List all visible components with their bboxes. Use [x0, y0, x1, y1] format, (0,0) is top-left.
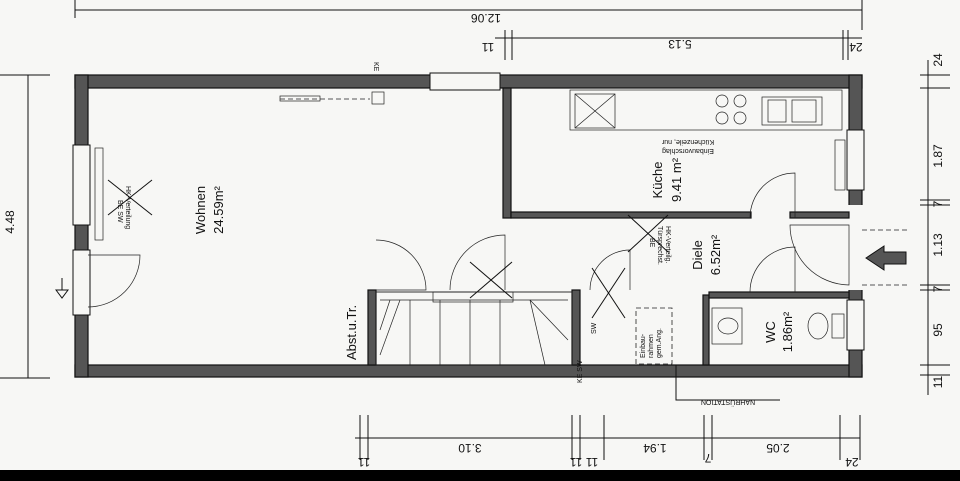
right-kitchen-label: 1.87: [931, 144, 945, 168]
right-gap-b-label: 7: [931, 285, 945, 292]
top-small-right-label: 24: [849, 40, 863, 54]
hall-name: Diele: [690, 240, 705, 270]
kitchen-note-1: Einbauvorschlag: [662, 147, 714, 154]
hall-be-label-3: HK-Verteilg.: [664, 226, 671, 263]
right-door-label: 1.13: [931, 233, 945, 257]
entrance-arrow-icon: [862, 229, 910, 286]
annotations: KE KE SW SW Einbau- rahmen gem.Ang. NAHR…: [55, 62, 780, 406]
overall-length-label: 12.06: [471, 11, 501, 25]
room-labels: Wohnen 24.59m² Küche 9.41 m² Diele 6.52m…: [193, 157, 795, 352]
bottom-hall-label: 1.94: [643, 441, 667, 455]
sw-label: SW: [591, 322, 598, 334]
right-bottom-label: 11: [931, 375, 945, 388]
bottom-wc-label: 2.05: [766, 441, 790, 455]
bottom-gap-label: 7: [704, 451, 711, 465]
living-hk-label-2: HK-Verteilung: [124, 186, 131, 229]
right-dimensions: 24 1.87 7 1.13 7 95 11: [920, 53, 950, 395]
top-small-left-label: 11: [481, 40, 494, 54]
top-overall-dimension: 12.06: [74, 0, 863, 30]
bottom-edge-bar: [0, 470, 960, 481]
doors: [87, 172, 850, 308]
stairs-storage-label: Abst.u.Tr.: [344, 305, 359, 360]
kitchen-fittings: Einbauvorschlag Küchenzeile, nur: [569, 89, 846, 191]
ke-bottom-label: KE SW: [577, 360, 584, 383]
bottom-stairs-label: 3.10: [458, 441, 482, 455]
left-height-label: 4.48: [3, 210, 17, 234]
right-top-label: 24: [931, 53, 945, 67]
kitchen-width-label: 5.13: [668, 37, 692, 51]
heating-markers: BE SW HK-Verteilung BE Türsprechst. HK-V…: [94, 147, 671, 319]
living-room-area: 24.59m²: [211, 185, 226, 233]
ke-top-label: KE: [372, 62, 379, 72]
right-wc-label: 95: [931, 323, 945, 337]
left-height-dimension: 4.48: [0, 74, 50, 379]
living-hk-label-1: BE SW: [116, 200, 123, 223]
bottom-small-c-label: 11: [585, 455, 598, 469]
kitchen-area: 9.41 m²: [669, 157, 684, 202]
hall-be-label-2: Türsprechst.: [656, 226, 663, 265]
outer-walls: [72, 72, 865, 378]
kitchen-note-2: Küchenzeile, nur: [661, 138, 714, 145]
hall-area: 6.52m²: [708, 234, 723, 275]
electric-label-3: gem.Ang.: [656, 328, 663, 358]
wc-area: 1.86m²: [780, 311, 795, 352]
wc-fittings: [711, 307, 845, 345]
meter-label: NAHRÜSTATION: [701, 398, 755, 406]
electric-label-2: rahmen: [648, 334, 655, 358]
top-kitchen-dimension: 5.13 11 24: [481, 30, 863, 60]
bottom-small-a-label: 11: [357, 455, 370, 469]
kitchen-name: Küche: [650, 162, 665, 199]
electric-label-1: Einbau-: [640, 333, 647, 358]
bottom-small-d-label: 24: [845, 455, 859, 469]
staircase: [375, 291, 573, 366]
wc-name: WC: [763, 321, 778, 343]
living-room-name: Wohnen: [193, 186, 208, 234]
hall-be-label-1: BE: [648, 238, 655, 248]
right-gap-a-label: 7: [931, 200, 945, 207]
bottom-dimensions: 3.10 1.94 7 2.05 11 11 11 24: [355, 415, 861, 469]
bottom-small-b-label: 11: [569, 455, 582, 469]
